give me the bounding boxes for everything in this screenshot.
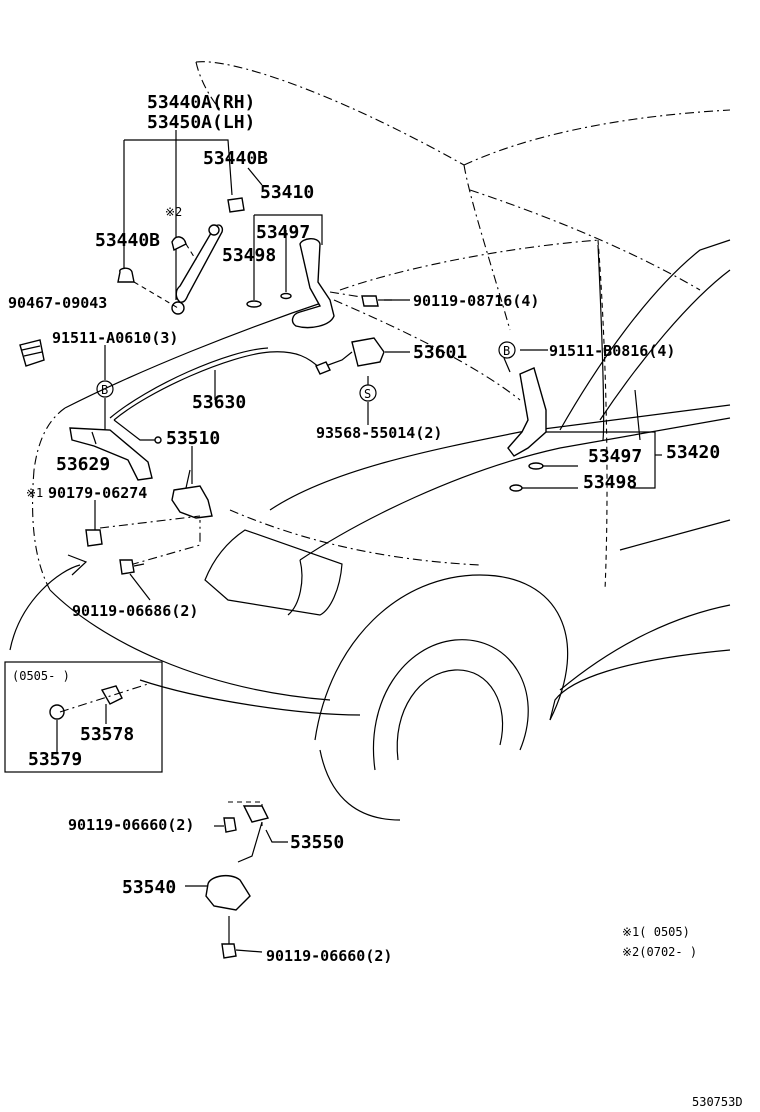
label-90119-08716: 90119-08716(4) xyxy=(413,292,539,310)
note2-marker: ※2 xyxy=(165,205,182,219)
bolt-90119-06686 xyxy=(119,559,145,575)
label-53629: 53629 xyxy=(56,454,110,475)
leader-lines xyxy=(94,167,548,887)
label-53497-right: 53497 xyxy=(588,446,642,467)
label-90179-06274: 90179-06274 xyxy=(48,484,147,502)
bolt-90119-08716 xyxy=(361,295,392,307)
footnote-1: ※1( 0505) xyxy=(622,925,690,939)
hood-latch-53510 xyxy=(99,469,213,566)
label-53440b-left: 53440B xyxy=(95,230,160,251)
circled-markers xyxy=(96,341,516,402)
label-53440b-top: 53440B xyxy=(203,148,268,169)
label-53450a-lh: 53450A(LH) xyxy=(147,112,255,133)
label-90119-06686: 90119-06686(2) xyxy=(72,602,198,620)
label-53578: 53578 xyxy=(80,724,134,745)
marker-b-right: B xyxy=(503,344,510,358)
label-53498-right: 53498 xyxy=(583,472,637,493)
marker-s: S xyxy=(364,387,371,401)
label-53410: 53410 xyxy=(260,182,314,203)
label-53440a-rh: 53440A(RH) xyxy=(147,92,255,113)
label-91511-b0816: 91511-B0816(4) xyxy=(549,342,675,360)
label-53630: 53630 xyxy=(192,392,246,413)
release-lever-53629 xyxy=(69,427,153,481)
note1-marker: ※1 xyxy=(26,486,43,500)
inset-detail xyxy=(4,661,163,773)
label-53579: 53579 xyxy=(28,749,82,770)
lower-lock-parts xyxy=(205,801,288,959)
label-90119-06660-b: 90119-06660(2) xyxy=(266,947,392,965)
label-53601: 53601 xyxy=(413,342,467,363)
label-53540: 53540 xyxy=(122,877,176,898)
vehicle-outline xyxy=(32,61,731,821)
fastener-90179 xyxy=(85,529,103,547)
hood-hinge-right xyxy=(507,367,662,492)
inset-range: (0505- ) xyxy=(12,669,70,683)
label-53497-top: 53497 xyxy=(256,222,310,243)
label-53550: 53550 xyxy=(290,832,344,853)
marker-b-left: B xyxy=(101,383,108,397)
hood-support-assembly xyxy=(117,130,245,315)
label-90467-09043: 90467-09043 xyxy=(8,294,107,312)
label-91511-a0610: 91511-A0610(3) xyxy=(52,329,178,347)
clip-90467 xyxy=(19,339,45,367)
label-53420: 53420 xyxy=(666,442,720,463)
footnote-2: ※2(0702- ) xyxy=(622,945,697,959)
hood-lock-and-cable xyxy=(109,337,385,444)
label-53498-top: 53498 xyxy=(222,245,276,266)
detail-arrow xyxy=(9,554,88,651)
label-53510: 53510 xyxy=(166,428,220,449)
label-90119-06660-a: 90119-06660(2) xyxy=(68,816,194,834)
hood-hinge-left xyxy=(246,214,381,329)
label-93568-55014: 93568-55014(2) xyxy=(316,424,442,442)
diagram-code: 530753D xyxy=(692,1095,743,1109)
